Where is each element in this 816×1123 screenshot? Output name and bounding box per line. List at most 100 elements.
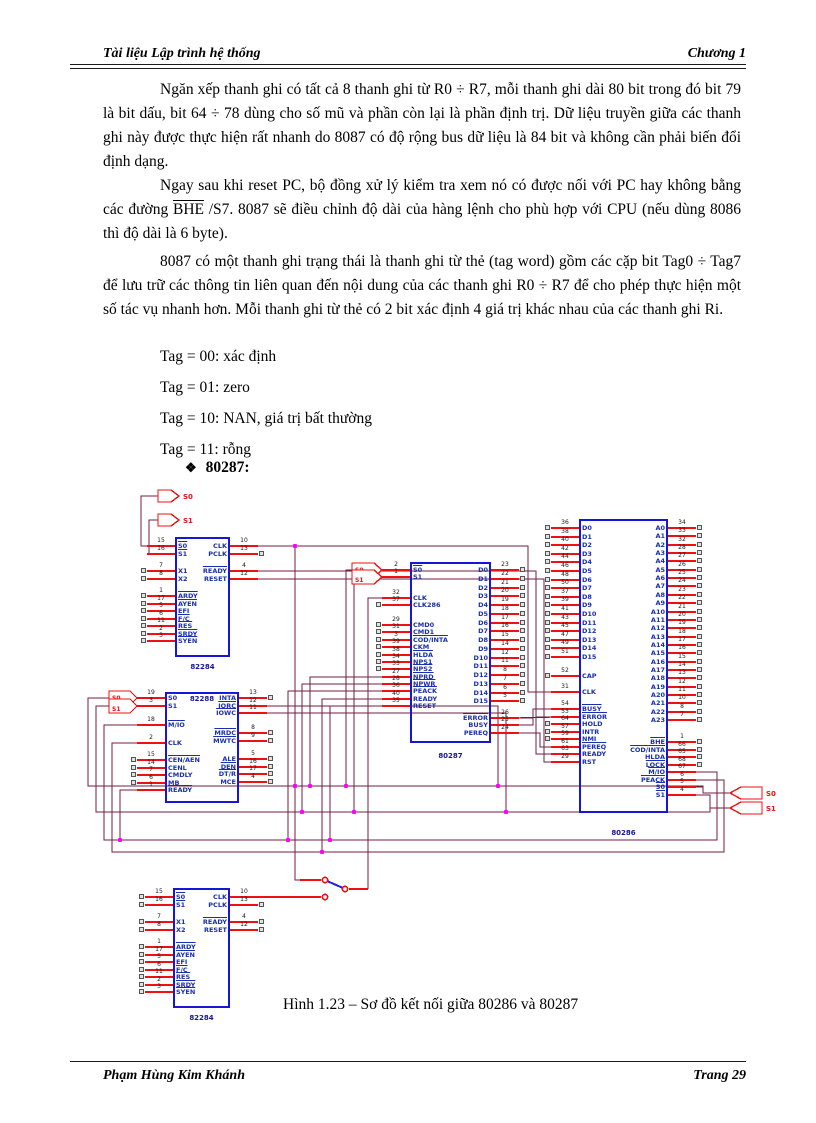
pin-number: 1 [159,587,163,594]
pin-terminal [520,637,525,642]
tag-list: Tag = 00: xác định Tag = 01: zero Tag = … [160,341,372,465]
pin-number: 3 [157,983,161,990]
pin-label: D15 [473,697,488,705]
pin-label: SYEN [178,637,198,645]
pin-label: READY [168,786,193,794]
pin-terminal [545,673,550,678]
pin-label: S0 [413,566,423,574]
pin-terminal [141,601,146,606]
pin-stub [551,544,579,546]
pin-label: A8 [655,591,665,599]
pin-stub [230,553,258,555]
pin-stub [668,619,696,621]
pin-stub [491,569,519,571]
pin-stub [145,921,173,923]
pin-label: INTA [219,694,236,702]
s1-connector-82288-label: S1 [112,706,121,713]
pin-label: A19 [650,683,665,691]
pin-stub [668,611,696,613]
s0-connector-top [157,489,181,503]
junction-dot [307,783,313,789]
pin-stub [382,631,410,633]
pin-label: CLK [582,688,596,696]
pin-stub [230,929,258,931]
pin-label: MRDC [214,729,236,737]
pin-label: ARDY [176,943,196,951]
pin-terminal [697,642,702,647]
chip-82288-label: 82288 [189,695,215,703]
pin-number: 7 [503,675,507,682]
pin-terminal [139,944,144,949]
pin-stub [668,544,696,546]
pin-terminal [697,533,702,538]
pin-number: 7 [680,711,684,718]
pin-number: 53 [561,708,569,715]
pin-terminal [520,620,525,625]
pin-number: 11 [249,704,257,711]
pin-terminal [268,764,273,769]
pin-terminal [376,637,381,642]
pin-number: 40 [561,536,569,543]
pin-label: CKM [413,643,430,651]
wire [519,732,551,748]
pin-number: 19 [501,596,509,603]
pin-stub [137,789,165,791]
pin-terminal [697,558,702,563]
pin-number: 26 [678,561,686,568]
pin-number: 44 [561,553,569,560]
pin-stub [551,639,579,641]
pin-number: 38 [392,646,400,653]
pin-label: RESET [203,575,227,583]
pin-number: 6 [149,774,153,781]
chip-82284-top-label: 82284 [190,663,215,671]
chip-82284-bottom [173,888,230,1008]
pin-terminal [697,592,702,597]
pin-stub [382,668,410,670]
pin-stub [137,724,165,726]
pin-terminal [520,593,525,598]
pin-terminal [139,974,144,979]
pin-label: A2 [655,541,665,549]
pin-stub [668,711,696,713]
pin-label: D11 [582,619,597,627]
pin-stub [491,622,519,624]
pin-label: D0 [478,566,488,574]
pin-number: 2 [149,734,153,741]
pin-label: A13 [650,633,665,641]
pin-label: A14 [650,641,665,649]
footer-author: Phạm Hùng Kim Khánh [103,1068,246,1083]
clock-switch-contact[interactable] [321,893,329,901]
pin-number: 4 [242,913,246,920]
pin-number: 63 [561,745,569,752]
junction-dot [495,783,501,789]
pin-stub [551,738,579,740]
pin-number: 29 [392,616,400,623]
pin-label: EFI [178,607,190,615]
clock-switch-contact[interactable] [341,885,349,893]
pin-stub [382,661,410,663]
pin-number: 8 [503,666,507,673]
footer-page-number: Trang 29 [693,1068,746,1083]
pin-label: RESET [413,702,437,710]
clock-switch-contact[interactable] [321,876,329,884]
pin-stub [239,697,267,699]
pin-stub [551,527,579,529]
pin-number: 26 [501,709,509,716]
junction-dot [292,783,298,789]
pin-number: 36 [392,682,400,689]
pin-label: AYEN [178,600,197,608]
pin-terminal [697,692,702,697]
pin-label: S1 [168,702,178,710]
pin-stub [668,527,696,529]
pin-number: 16 [155,896,163,903]
pin-stub [137,705,165,707]
pin-label: HLDA [413,651,434,659]
pin-number: 17 [157,595,165,602]
pin-stub [145,961,173,963]
pin-stub [551,691,579,693]
pin-number: 31 [561,683,569,690]
pin-label: RESET [203,926,227,934]
paragraph-reset: Ngay sau khi reset PC, bộ đồng xử lý kiể… [103,174,741,246]
pin-label: RST [582,758,597,766]
pin-stub [551,613,579,615]
